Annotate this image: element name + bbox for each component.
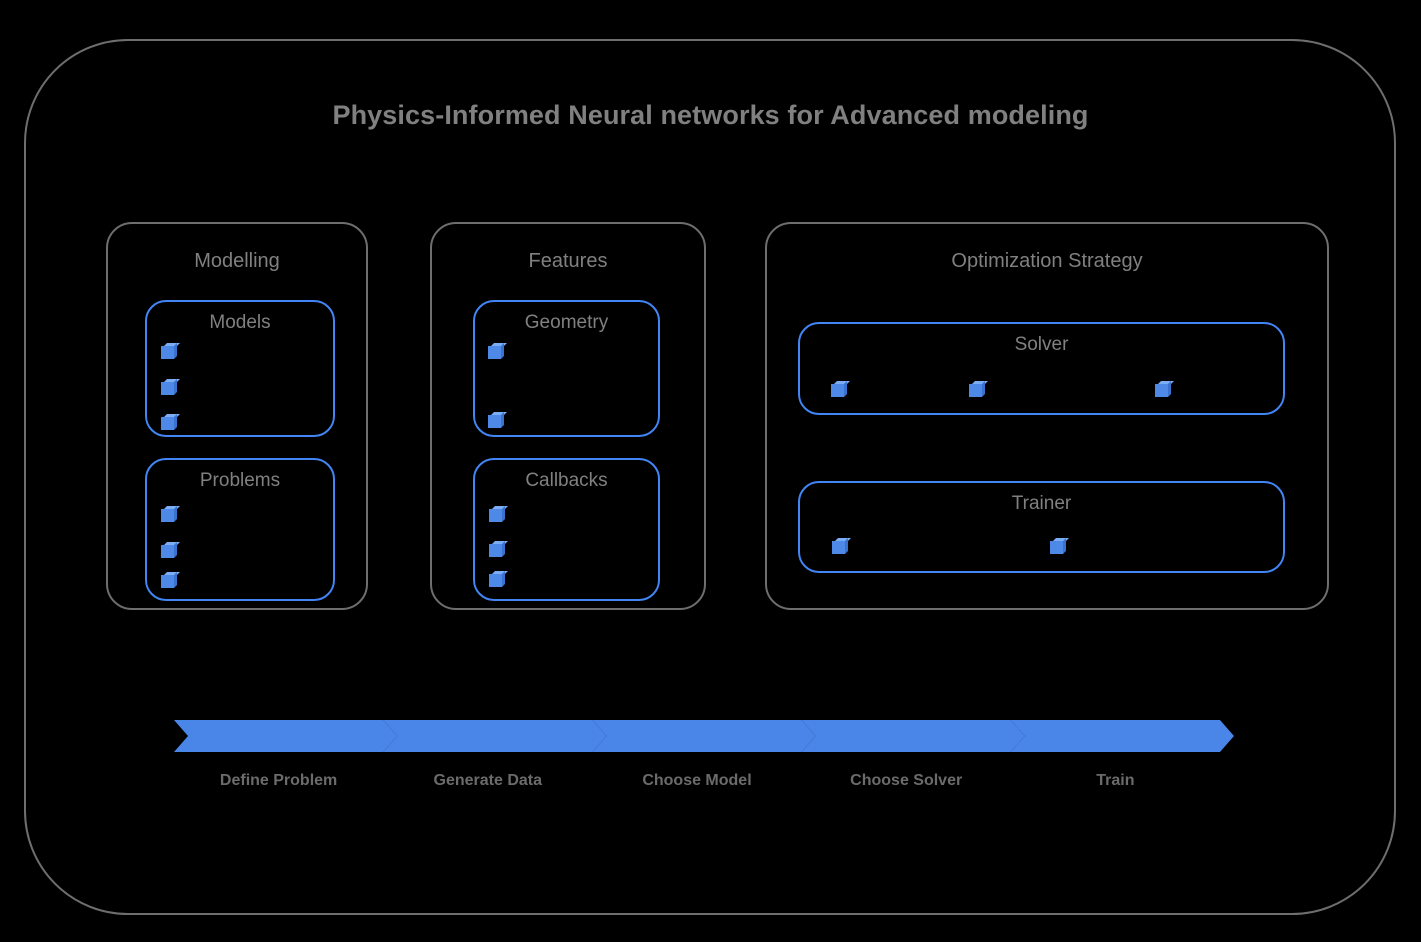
box-solver-title: Solver [1014,334,1069,355]
group-optimization-strategy[interactable]: Optimization Strategy [765,222,1329,610]
box-models[interactable]: Models [145,300,335,437]
pipeline-step-arrow-4[interactable] [802,720,1025,752]
group-features[interactable]: Features [430,222,706,610]
box-geometry-title: Geometry [524,312,609,333]
pipeline-arrows [174,720,1220,752]
page-title: Physics-Informed Neural networks for Adv… [332,100,1089,130]
box-models-title: Models [209,312,271,333]
pipeline-step-label-1: Define Problem [219,772,338,789]
box-geometry[interactable]: Geometry [473,300,660,437]
box-trainer-title: Trainer [1011,493,1072,514]
group-modelling-title: Modelling [194,250,280,272]
pipeline-step-label-2: Generate Data [433,772,543,789]
box-callbacks-title: Callbacks [525,470,608,491]
group-features-title: Features [528,250,608,272]
box-solver[interactable]: Solver [798,322,1285,415]
pipeline-step-arrow-1[interactable] [174,720,397,752]
outer-frame [24,39,1396,915]
pipeline-step-label-5: Train [1096,772,1135,789]
pipeline-step-arrow-5[interactable] [1011,720,1234,752]
box-callbacks[interactable]: Callbacks [473,458,660,601]
pipeline-step-label-3: Choose Model [642,772,752,789]
pipeline-step-label-4: Choose Solver [850,772,963,789]
pipeline-step-arrow-2[interactable] [383,720,606,752]
group-optimization-strategy-title: Optimization Strategy [951,250,1143,272]
box-trainer[interactable]: Trainer [798,481,1285,573]
group-modelling[interactable]: Modelling [106,222,368,610]
box-problems-title: Problems [199,470,281,491]
pipeline-step-arrow-3[interactable] [592,720,815,752]
box-problems[interactable]: Problems [145,458,335,601]
